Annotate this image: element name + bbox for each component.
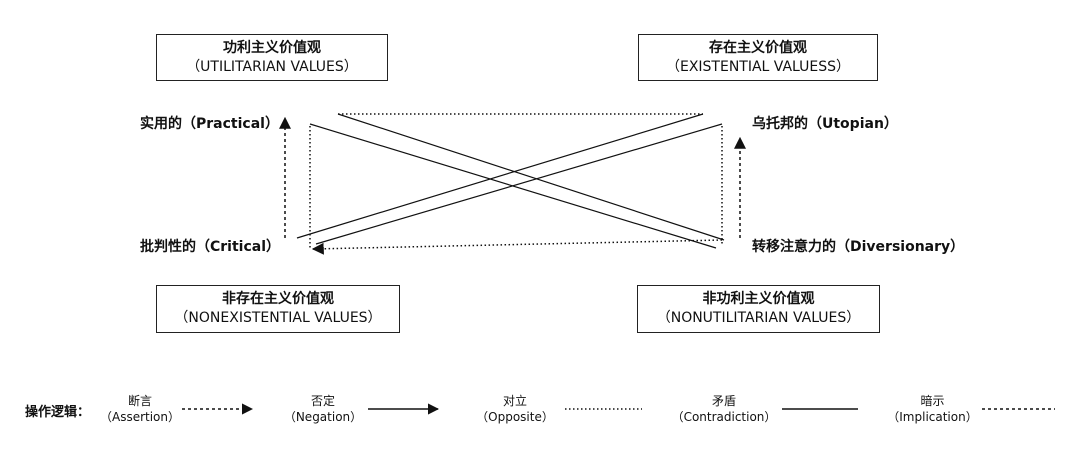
box-nonutilitarian-en: （NONUTILITARIAN VALUES） (656, 310, 861, 326)
legend-contradiction: 矛盾 （Contradiction） (670, 393, 778, 425)
box-nonexistential-zh: 非存在主义价值观 (222, 291, 334, 307)
legend-negation-zh: 否定 (310, 394, 335, 408)
legend-assertion-en: （Assertion） (99, 410, 181, 424)
box-nonutilitarian-values: 非功利主义价值观 （NONUTILITARIAN VALUES） (637, 285, 880, 333)
label-diversionary: 转移注意力的（Diversionary） (752, 239, 965, 255)
label-practical: 实用的（Practical） (140, 116, 279, 132)
box-nonutilitarian-zh: 非功利主义价值观 (702, 291, 815, 307)
box-utilitarian-values: 功利主义价值观 （UTILITARIAN VALUES） (156, 34, 388, 81)
legend-implication-en: （Implication） (887, 410, 978, 424)
legend-negation: 否定 （Negation） (280, 393, 366, 425)
box-nonexistential-values: 非存在主义价值观 （NONEXISTENTIAL VALUES） (156, 285, 400, 333)
legend-implication: 暗示 （Implication） (885, 393, 980, 425)
box-existential-en: （EXISTENTIAL VALUESS） (665, 59, 851, 75)
legend-title: 操作逻辑： (25, 405, 91, 420)
legend-contradiction-en: （Contradiction） (671, 410, 777, 424)
legend-opposite-zh: 对立 (502, 394, 527, 408)
label-critical: 批判性的（Critical） (140, 239, 281, 255)
contradiction-diagonal-2 (296, 113, 723, 245)
legend-contradiction-zh: 矛盾 (711, 394, 736, 408)
box-existential-zh: 存在主义价值观 (709, 40, 807, 56)
legend-assertion: 断言 （Assertion） (98, 393, 182, 425)
legend-opposite-en: （Opposite） (476, 410, 554, 424)
negation-line-bottom (311, 239, 723, 255)
label-utopian: 乌托邦的（Utopian） (752, 116, 898, 132)
legend-opposite: 对立 （Opposite） (470, 393, 560, 425)
legend-implication-zh: 暗示 (920, 394, 945, 408)
legend-assertion-zh: 断言 (127, 394, 152, 408)
box-utilitarian-zh: 功利主义价值观 (223, 40, 321, 56)
box-nonexistential-en: （NONEXISTENTIAL VALUES） (174, 310, 382, 326)
box-existential-values: 存在主义价值观 （EXISTENTIAL VALUESS） (638, 34, 878, 81)
box-utilitarian-en: （UTILITARIAN VALUES） (186, 59, 358, 75)
legend-negation-en: （Negation） (283, 410, 363, 424)
